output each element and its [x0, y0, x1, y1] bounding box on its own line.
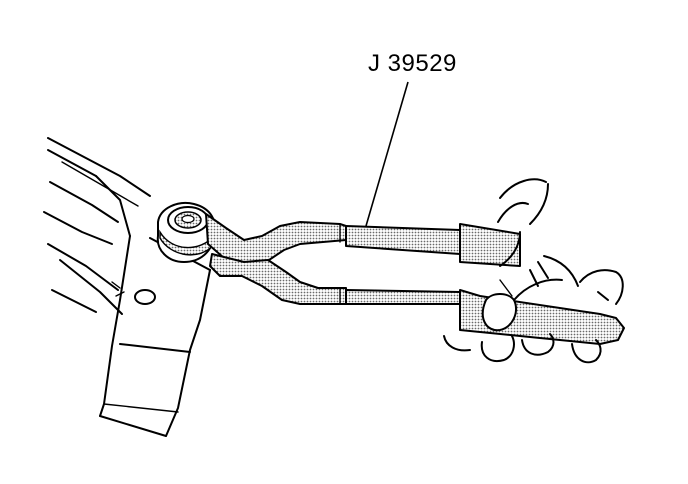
hand: [443, 178, 624, 364]
bushing: [156, 202, 216, 264]
callout-leader-line: [365, 81, 409, 227]
vehicle-bracket: [43, 137, 211, 437]
tool-number-callout: J 39529: [368, 50, 457, 77]
